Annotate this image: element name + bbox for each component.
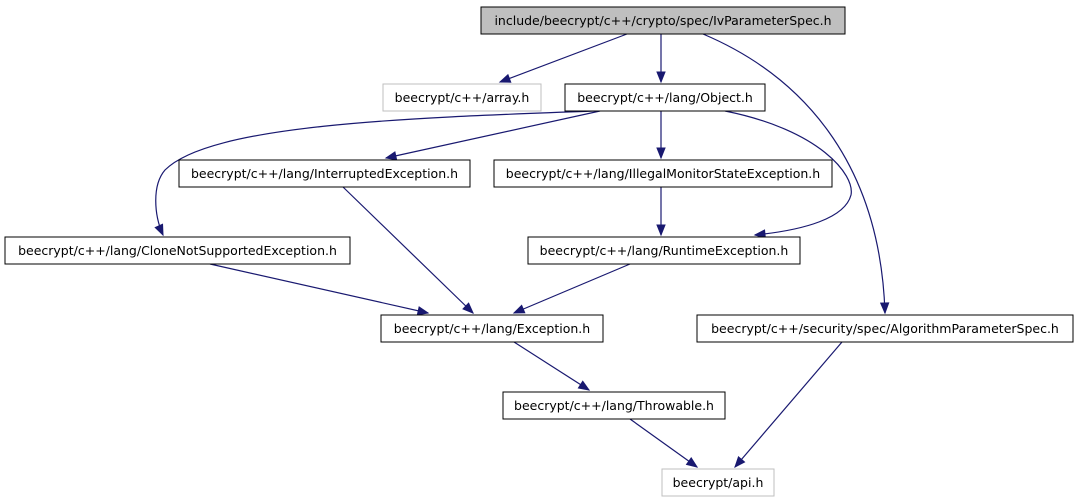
edge-line xyxy=(702,33,886,314)
edge-line xyxy=(499,33,628,83)
node-algorithmparameterspec[interactable]: beecrypt/c++/security/spec/AlgorithmPara… xyxy=(696,314,1074,343)
arrowhead-icon xyxy=(734,455,746,469)
edge-line xyxy=(724,110,852,236)
edge-line xyxy=(342,186,474,314)
edge-line xyxy=(629,418,698,468)
node-box xyxy=(661,468,775,497)
edge-illegalmonitorstateexception-to-runtimeexception xyxy=(656,187,666,237)
node-box[interactable] xyxy=(493,159,833,188)
node-throwable[interactable]: beecrypt/c++/lang/Throwable.h xyxy=(502,391,726,420)
edge-object-to-runtimeexception xyxy=(724,110,852,239)
node-label: beecrypt/c++/lang/Exception.h xyxy=(394,321,590,336)
node-interruptedexception[interactable]: beecrypt/c++/lang/InterruptedException.h xyxy=(178,159,471,188)
edge-ivparameterspec-to-algorithmparameterspec xyxy=(702,33,890,315)
node-label: beecrypt/c++/lang/CloneNotSupportedExcep… xyxy=(18,243,337,258)
edge-runtimeexception-to-exception xyxy=(512,263,631,314)
edge-object-to-clonenotsupportedexception xyxy=(154,110,596,237)
edge-line xyxy=(385,110,601,159)
arrowhead-icon xyxy=(577,380,591,391)
edge-object-to-illegalmonitorstateexception xyxy=(656,111,666,160)
arrowhead-icon xyxy=(879,302,890,315)
node-illegalmonitorstateexception[interactable]: beecrypt/c++/lang/IllegalMonitorStateExc… xyxy=(493,159,833,188)
edge-algorithmparameterspec-to-api xyxy=(734,341,843,469)
node-box[interactable] xyxy=(696,314,1074,343)
edge-object-to-interruptedexception xyxy=(384,110,601,161)
node-label: include/beecrypt/c++/crypto/spec/IvParam… xyxy=(494,13,831,28)
arrowhead-icon xyxy=(512,304,526,314)
arrowhead-icon xyxy=(753,229,766,239)
node-label: beecrypt/c++/lang/IllegalMonitorStateExc… xyxy=(506,166,820,181)
node-label: beecrypt/c++/security/spec/AlgorithmPara… xyxy=(711,321,1059,336)
edges-layer xyxy=(154,33,890,469)
edge-clonenotsupportedexception-to-exception xyxy=(209,263,430,316)
node-box[interactable] xyxy=(380,314,604,343)
arrowhead-icon xyxy=(685,457,699,468)
edge-interruptedexception-to-exception xyxy=(342,186,474,314)
arrowhead-icon xyxy=(154,223,164,237)
node-box[interactable] xyxy=(178,159,471,188)
edge-ivparameterspec-to-array xyxy=(498,33,628,83)
arrowhead-icon xyxy=(656,224,666,237)
node-array: beecrypt/c++/array.h xyxy=(382,83,542,112)
arrowhead-icon xyxy=(656,71,666,84)
node-runtimeexception[interactable]: beecrypt/c++/lang/RuntimeException.h xyxy=(527,236,801,265)
node-clonenotsupportedexception[interactable]: beecrypt/c++/lang/CloneNotSupportedExcep… xyxy=(4,236,351,265)
node-box xyxy=(382,83,542,112)
node-box[interactable] xyxy=(4,236,351,265)
node-api: beecrypt/api.h xyxy=(661,468,775,497)
arrowhead-icon xyxy=(498,73,512,83)
edge-exception-to-throwable xyxy=(513,341,591,391)
node-label: beecrypt/c++/lang/Object.h xyxy=(577,90,753,105)
arrowhead-icon xyxy=(384,151,398,161)
node-label: beecrypt/api.h xyxy=(673,475,764,490)
arrowhead-icon xyxy=(416,306,430,316)
edge-line xyxy=(209,263,429,314)
node-exception[interactable]: beecrypt/c++/lang/Exception.h xyxy=(380,314,604,343)
node-box xyxy=(480,6,846,35)
edge-line xyxy=(734,341,843,468)
edge-ivparameterspec-to-object xyxy=(656,34,666,84)
edge-line xyxy=(513,263,631,314)
node-box[interactable] xyxy=(564,83,766,112)
arrowhead-icon xyxy=(656,147,666,160)
edge-line xyxy=(513,341,590,391)
nodes-layer: include/beecrypt/c++/crypto/spec/IvParam… xyxy=(4,6,1074,497)
node-label: beecrypt/c++/lang/InterruptedException.h xyxy=(191,166,458,181)
edge-throwable-to-api xyxy=(629,418,699,468)
node-label: beecrypt/c++/lang/RuntimeException.h xyxy=(540,243,789,258)
node-ivparameterspec: include/beecrypt/c++/crypto/spec/IvParam… xyxy=(480,6,846,35)
node-box[interactable] xyxy=(502,391,726,420)
edge-line xyxy=(155,110,596,236)
node-box[interactable] xyxy=(527,236,801,265)
node-label: beecrypt/c++/array.h xyxy=(395,90,530,105)
arrowhead-icon xyxy=(462,302,474,314)
node-label: beecrypt/c++/lang/Throwable.h xyxy=(514,398,714,413)
node-object[interactable]: beecrypt/c++/lang/Object.h xyxy=(564,83,766,112)
